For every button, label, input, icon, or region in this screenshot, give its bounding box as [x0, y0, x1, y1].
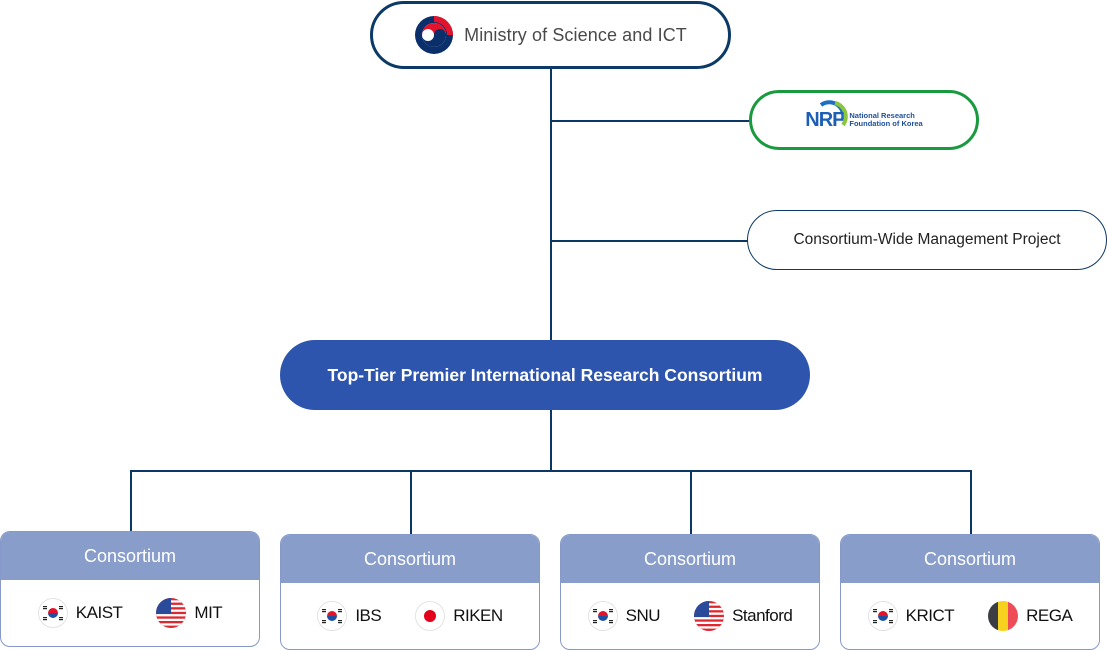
management-project-label: Consortium-Wide Management Project [793, 231, 1061, 248]
ministry-label: Ministry of Science and ICT [464, 24, 687, 45]
connector-drop-4 [970, 470, 972, 535]
belgium-flag-icon [988, 601, 1019, 631]
nrf-line-1: National Research [849, 111, 915, 120]
consortium-card-4: Consortium KRICT REGA [840, 534, 1100, 650]
japan-flag-icon [415, 601, 446, 631]
korea-flag-icon [587, 601, 618, 631]
member-name: Stanford [732, 606, 793, 625]
nrf-full-name: National Research Foundation of Korea [849, 112, 922, 128]
consortium-title: Consortium [841, 535, 1099, 583]
member-mit: MIT [156, 598, 223, 628]
member-kaist: KAIST [37, 598, 123, 628]
connector-horizontal-bus [130, 470, 971, 472]
usa-flag-icon [694, 601, 725, 631]
nrf-logo-icon: NRF [805, 99, 849, 132]
connector-top-tier-down [550, 410, 552, 470]
consortium-card-3: Consortium SNU Stanford [560, 534, 820, 650]
management-project-node: Consortium-Wide Management Project [747, 210, 1107, 270]
member-name: KRICT [905, 606, 955, 625]
connector-drop-2 [410, 470, 412, 535]
member-riken: RIKEN [415, 601, 503, 631]
nrf-line-2: Foundation of Korea [849, 119, 923, 128]
consortium-card-2: Consortium IBS RIKEN [280, 534, 540, 650]
korea-flag-icon [37, 598, 68, 628]
consortium-title: Consortium [1, 532, 259, 580]
member-snu: SNU [587, 601, 661, 631]
nrf-abbr: NRF [805, 108, 844, 131]
member-krict: KRICT [867, 601, 955, 631]
korea-flag-icon [317, 601, 348, 631]
member-name: MIT [194, 603, 223, 622]
consortium-title: Consortium [561, 535, 819, 583]
connector-management-branch [550, 240, 748, 242]
member-name: RIKEN [453, 606, 503, 625]
nrf-node: NRF National Research Foundation of Kore… [749, 90, 979, 150]
member-rega: REGA [988, 601, 1073, 631]
member-stanford: Stanford [694, 601, 793, 631]
top-tier-label: Top-Tier Premier International Research … [327, 364, 763, 385]
ministry-node: Ministry of Science and ICT [370, 1, 731, 69]
connector-drop-3 [690, 470, 692, 535]
member-name: SNU [625, 606, 661, 625]
member-name: IBS [355, 606, 382, 625]
member-name: KAIST [75, 603, 123, 622]
korea-flag-icon [867, 601, 898, 631]
connector-ministry-trunk [550, 69, 552, 341]
consortium-card-1: Consortium KAIST MIT [0, 531, 260, 647]
connector-drop-1 [130, 470, 132, 532]
connector-nrf-branch [550, 120, 750, 122]
member-name: REGA [1026, 606, 1073, 625]
korea-government-emblem-icon [414, 15, 454, 55]
member-ibs: IBS [317, 601, 382, 631]
top-tier-consortium-node: Top-Tier Premier International Research … [280, 340, 810, 410]
usa-flag-icon [156, 598, 187, 628]
consortium-title: Consortium [281, 535, 539, 583]
